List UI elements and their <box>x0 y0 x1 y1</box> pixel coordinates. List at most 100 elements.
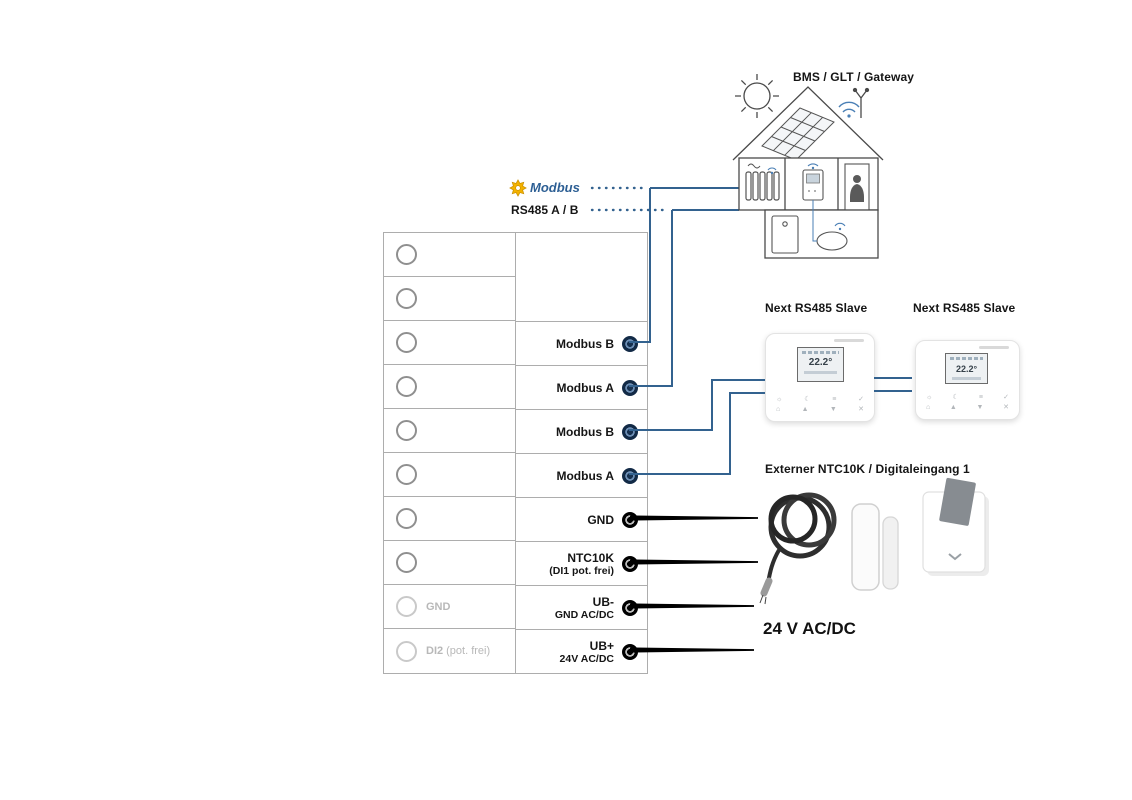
moon-button-icon: ☾ <box>804 396 811 403</box>
down-button-icon: ▼ <box>829 406 837 413</box>
terminal-cell-ub-minus: UB- GND AC/DC <box>516 585 647 629</box>
display-temperature: 22.2° <box>808 357 833 368</box>
terminal-row <box>384 277 515 321</box>
terminal-block: GND DI2(pot. frei) Modbus B Modbus A Mod… <box>383 232 648 674</box>
sun-button-icon: ☼ <box>776 396 783 403</box>
wifi-icon <box>807 163 819 170</box>
terminal-label: DI2(pot. frei) <box>426 645 491 657</box>
terminal-cell-sublabel: (DI1 pot. frei) <box>549 564 614 577</box>
display-infobar <box>952 377 981 380</box>
terminal-cell-label: UB+ <box>589 638 614 653</box>
solar-panel-icon <box>761 107 835 161</box>
bms-gateway-label: BMS / GLT / Gateway <box>793 70 915 84</box>
modbus-dotted-leads <box>590 186 670 212</box>
terminal-cell-label: GND <box>587 512 614 527</box>
screw-terminal-icon <box>396 420 417 441</box>
terminal-cell-label: Modbus B <box>556 336 614 351</box>
thermostat-buttons: ☼ ☾ ≡ ✓ ⌂ ▲ ▼ ✕ <box>776 395 864 415</box>
screw-terminal-icon <box>396 464 417 485</box>
terminal-cell-gnd: GND <box>516 497 647 541</box>
terminal-cell-label: NTC10K <box>567 550 614 565</box>
screw-terminal-icon <box>396 508 417 529</box>
rs485-slave-device-2: 22.2° ☼ ☾ ≡ ✓ ⌂ ▲ ▼ ✕ <box>915 340 1020 420</box>
connector-dot-icon <box>622 335 638 352</box>
display-temperature: 22.2° <box>955 364 978 374</box>
house-icon <box>732 74 884 259</box>
home-button-icon: ⌂ <box>926 404 931 411</box>
door-contact-icon <box>851 503 899 591</box>
display-statusbar <box>802 351 839 354</box>
terminal-row <box>384 321 515 365</box>
up-button-icon: ▲ <box>949 404 957 411</box>
display-statusbar <box>950 357 983 360</box>
ntc-probe-icon <box>759 492 837 605</box>
terminal-cell-modbus-a2: Modbus A <box>516 453 647 497</box>
fan-coil-icon <box>816 231 848 251</box>
terminal-cell-label: UB- <box>592 594 614 609</box>
screw-terminal-icon <box>396 640 417 662</box>
modbus-logo-text: Modbus <box>530 180 580 195</box>
menu-button-icon: ≡ <box>832 396 837 403</box>
rs485-wiring <box>629 187 912 475</box>
terminal-cell-sublabel: GND AC/DC <box>554 608 614 621</box>
modbus-logo: Modbus <box>509 179 580 197</box>
room-thermostat-icon <box>802 169 824 201</box>
thermostat-display: 22.2° <box>945 353 988 384</box>
ok-button-icon: ✓ <box>858 396 864 403</box>
terminal-cell-sublabel: 24V AC/DC <box>559 652 614 665</box>
wifi-icon <box>767 167 777 175</box>
up-button-icon: ▲ <box>801 406 809 413</box>
screw-terminal-icon <box>396 288 417 309</box>
terminal-cell-modbus-a1: Modbus A <box>516 365 647 409</box>
card-switch-icon <box>922 477 989 576</box>
boiler-icon <box>771 215 799 254</box>
wifi-icon <box>838 101 860 118</box>
moon-button-icon: ☾ <box>952 394 959 401</box>
terminal-row-di2: DI2(pot. frei) <box>384 629 515 673</box>
terminal-cell-ub-plus: UB+ 24V AC/DC <box>516 629 647 673</box>
terminal-cell-ntc10k: NTC10K (DI1 pot. frei) <box>516 541 647 585</box>
down-button-icon: ▼ <box>976 404 984 411</box>
supply-voltage-label: 24 V AC/DC <box>763 619 856 638</box>
modbus-gear-icon <box>509 179 527 197</box>
screw-terminal-icon <box>396 376 417 397</box>
device-brand-mark <box>834 339 864 342</box>
terminal-row <box>384 453 515 497</box>
terminal-row <box>384 233 515 277</box>
screw-terminal-icon <box>396 332 417 353</box>
connector-dot-icon <box>622 643 638 660</box>
connector-dot-icon <box>622 379 638 396</box>
screw-terminal-icon <box>396 596 417 617</box>
home-button-icon: ⌂ <box>776 406 781 413</box>
device-brand-mark <box>979 346 1009 349</box>
display-infobar <box>804 371 837 374</box>
terminal-row <box>384 541 515 585</box>
rs485-slave1-label: Next RS485 Slave <box>765 301 868 315</box>
connector-dot-icon <box>622 467 638 484</box>
thermostat-display: 22.2° <box>797 347 844 382</box>
rs485-slave2-label: Next RS485 Slave <box>913 301 1016 315</box>
terminal-cell-label: Modbus B <box>556 424 614 439</box>
terminal-left-column: GND DI2(pot. frei) <box>384 233 516 673</box>
antenna-icon <box>852 87 870 118</box>
thermostat-buttons: ☼ ☾ ≡ ✓ ⌂ ▲ ▼ ✕ <box>926 393 1009 413</box>
sun-icon <box>735 74 779 118</box>
cancel-button-icon: ✕ <box>1003 404 1009 411</box>
terminal-row <box>384 409 515 453</box>
terminal-row-gnd: GND <box>384 585 515 629</box>
connector-dot-icon <box>622 423 638 440</box>
terminal-cell-modbus-b2: Modbus B <box>516 409 647 453</box>
connector-dot-icon <box>622 555 638 572</box>
wifi-icon <box>834 222 846 231</box>
connector-dot-icon <box>622 511 638 528</box>
connector-dot-icon <box>622 599 638 616</box>
terminal-cell-modbus-b1: Modbus B <box>516 321 647 365</box>
rs485-slave-device-1: 22.2° ☼ ☾ ≡ ✓ ⌂ ▲ ▼ ✕ <box>765 333 875 422</box>
external-ntc-label: Externer NTC10K / Digitaleingang 1 <box>765 462 970 476</box>
terminal-cell-label: Modbus A <box>556 468 614 483</box>
screw-terminal-icon <box>396 244 417 265</box>
terminal-row <box>384 365 515 409</box>
cancel-button-icon: ✕ <box>858 406 864 413</box>
terminal-right-column: Modbus B Modbus A Modbus B Modbus A GND <box>516 321 647 673</box>
